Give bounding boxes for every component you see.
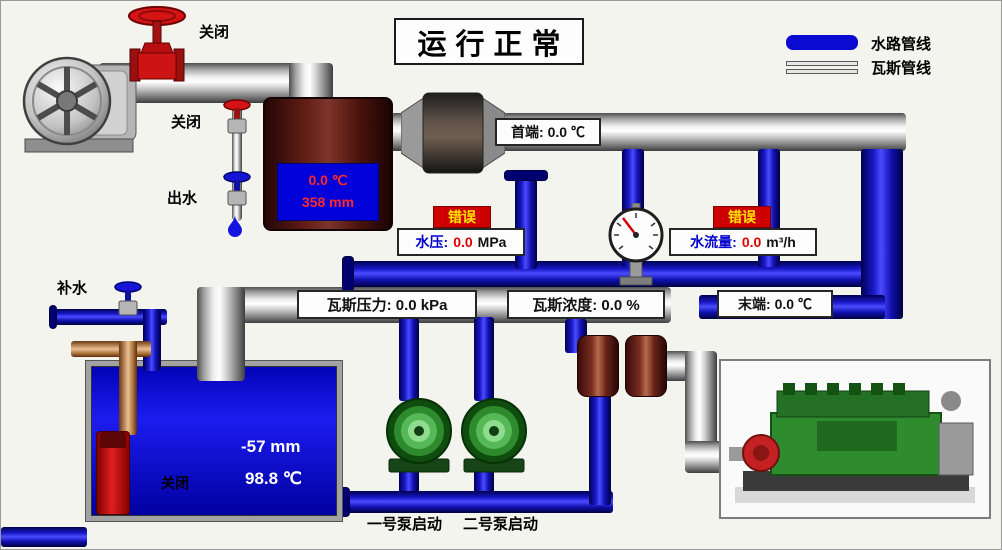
drain-valve-icon — [223, 99, 251, 134]
outlet-label: 出水 — [167, 190, 198, 207]
tank-level-text: -57 mm — [241, 437, 301, 456]
status-banner: 运行正常 — [394, 18, 584, 65]
water-pressure-value: 0.0 — [453, 234, 473, 250]
water-flow-display: 水流量: 0.0 m³/h — [669, 228, 817, 256]
tail-end-temp-display: 末端: 0.0 ℃ — [717, 290, 833, 318]
filter-icon — [400, 92, 506, 174]
legend-gas-label: 瓦斯管线 — [871, 60, 932, 77]
makeup-valve[interactable] — [113, 281, 143, 321]
legend-water-swatch — [786, 35, 858, 50]
engine-illustration-icon — [721, 361, 989, 517]
gauge-icon — [608, 202, 664, 286]
water-pressure-unit: MPa — [477, 234, 507, 250]
pump2-inlet-pipe — [474, 317, 494, 401]
makeup-pipe-v — [143, 309, 161, 371]
suction-pipe-h — [71, 341, 151, 357]
gate-valve-icon — [128, 6, 186, 82]
main-blower[interactable] — [19, 51, 144, 156]
tank-valve-label: 关闭 — [161, 475, 189, 491]
gas-pressure-display: 瓦斯压力: 0.0 kPa — [297, 290, 477, 319]
legend-gas-swatch — [786, 61, 858, 75]
makeup-valve-icon — [114, 281, 142, 316]
pump1-start-button[interactable]: 一号泵启动 — [367, 516, 443, 533]
gas-filter — [400, 91, 506, 175]
water-pipe-bottom — [345, 491, 613, 513]
suction-pipe-v — [119, 341, 137, 435]
water-flow-unit: m³/h — [766, 234, 796, 250]
outlet-valve-icon — [223, 171, 251, 206]
water-flow-label: 水流量: — [690, 234, 737, 250]
tail-end-temp-text: 末端: 0.0 ℃ — [738, 296, 812, 312]
water-pressure-label: 水压: — [415, 234, 449, 250]
engine-photo — [719, 359, 991, 519]
separator-bottle-1 — [577, 335, 619, 397]
gas-concentration-text: 瓦斯浓度: 0.0 % — [532, 297, 640, 314]
status-banner-text: 运行正常 — [417, 28, 570, 61]
pump-2[interactable] — [459, 397, 529, 475]
sump-pump[interactable] — [96, 431, 130, 515]
pump1-inlet-pipe — [399, 317, 419, 401]
pump-2-icon — [461, 398, 527, 473]
water-pipe-right-riser — [861, 149, 903, 319]
blower-icon — [22, 56, 137, 153]
separator-level: 358 mm — [301, 194, 355, 211]
drain-valve-label: 关闭 — [171, 114, 202, 131]
separator-readout: 0.0 ℃ 358 mm — [277, 163, 379, 221]
makeup-pipe-cap — [49, 305, 57, 329]
water-pressure-error-badge: 错误 — [433, 206, 491, 228]
water-flow-error-text: 错误 — [728, 209, 756, 225]
gas-concentration-display: 瓦斯浓度: 0.0 % — [507, 290, 665, 319]
water-flow-error-badge: 错误 — [713, 206, 771, 228]
water-main-left-cap — [342, 256, 354, 292]
drain-pipe-thin — [232, 101, 242, 221]
water-pipe-bottom-left-edge — [1, 527, 87, 547]
water-drip-icon — [227, 215, 243, 237]
water-stub-flange — [504, 170, 548, 181]
bottles-drain-pipe — [589, 395, 611, 505]
main-gate-valve[interactable] — [125, 5, 189, 83]
head-end-temp-display: 首端: 0.0 ℃ — [495, 118, 601, 146]
pump-1-icon — [386, 398, 452, 473]
water-pressure-display: 水压: 0.0 MPa — [397, 228, 525, 256]
makeup-pipe-h — [53, 309, 167, 325]
main-valve-label: 关闭 — [199, 24, 230, 41]
outlet-valve[interactable] — [222, 171, 252, 211]
gas-pressure-text: 瓦斯压力: 0.0 kPa — [326, 297, 448, 314]
legend-water-label: 水路管线 — [871, 36, 932, 53]
separator-temperature: 0.0 ℃ — [308, 172, 348, 188]
gas-pipe-tank-riser — [197, 287, 245, 381]
pump-1[interactable] — [384, 397, 454, 475]
drain-valve[interactable] — [222, 99, 252, 139]
tank-temperature-text: 98.8 ℃ — [245, 469, 302, 488]
pump2-start-button[interactable]: 二号泵启动 — [463, 516, 539, 533]
makeup-label: 补水 — [57, 280, 88, 297]
separator-bottle-2 — [625, 335, 667, 397]
water-pressure-error-text: 错误 — [448, 209, 476, 225]
water-flow-value: 0.0 — [741, 234, 762, 250]
legend: 水路管线 瓦斯管线 — [781, 27, 996, 79]
pressure-gauge — [603, 202, 669, 287]
head-end-temp-text: 首端: 0.0 ℃ — [511, 124, 585, 140]
sump-pump-head — [100, 432, 126, 448]
separator-tank: 0.0 ℃ 358 mm — [263, 97, 393, 231]
